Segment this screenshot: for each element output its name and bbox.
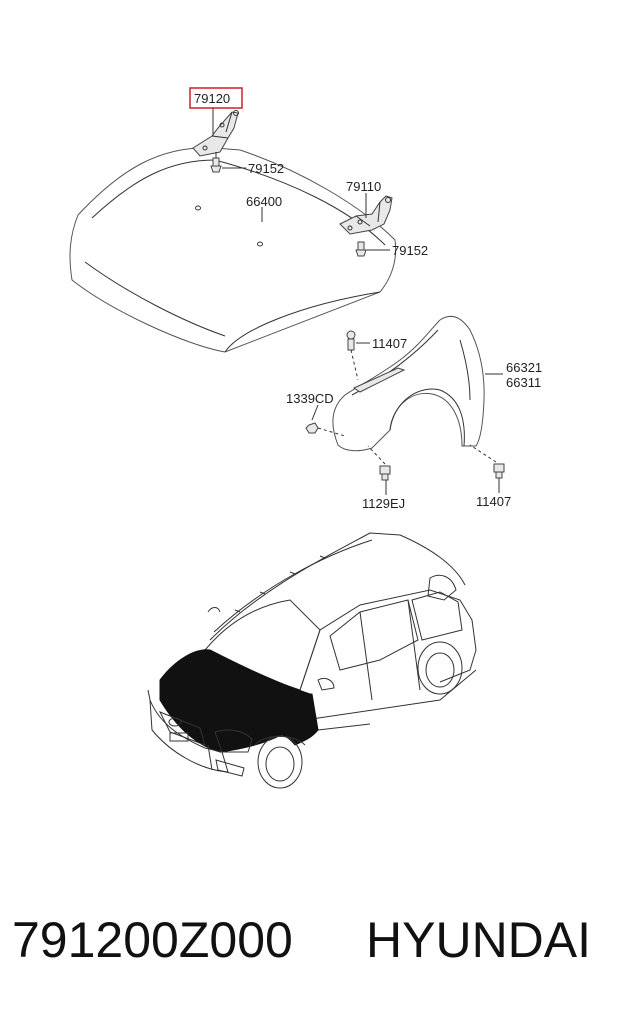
hinge-left [192, 110, 239, 157]
label-bolt-left: 79152 [248, 161, 284, 176]
label-screw-bottom: 1129EJ [362, 496, 405, 511]
label-bolt-fender-bottom: 11407 [476, 494, 511, 509]
label-fender-a: 66321 [506, 360, 542, 375]
bolt-fender-bottom [493, 463, 505, 479]
suv-illustration [147, 532, 477, 789]
label-hood: 66400 [246, 194, 282, 209]
footer: 791200Z000 HYUNDAI [0, 900, 620, 980]
fender-panel [332, 315, 485, 452]
part-highlight-box [189, 87, 243, 109]
bolt-right [355, 241, 367, 257]
part-number: 791200Z000 [12, 912, 293, 968]
hood-panel [69, 147, 397, 353]
fender-highlight [249, 693, 319, 746]
label-hinge-left: 79120 [194, 91, 230, 106]
label-fender-b: 66311 [506, 375, 541, 390]
label-hinge-right: 79110 [346, 179, 381, 194]
bolt-fender-top [346, 330, 356, 351]
label-bolt-fender-top: 11407 [372, 336, 407, 351]
label-nut: 1339CD [286, 391, 334, 406]
bolt-left [210, 152, 222, 173]
nut-1339cd [305, 422, 319, 434]
brand-name: HYUNDAI [366, 912, 592, 968]
screw-bottom [379, 465, 391, 481]
label-bolt-right: 79152 [392, 243, 428, 258]
